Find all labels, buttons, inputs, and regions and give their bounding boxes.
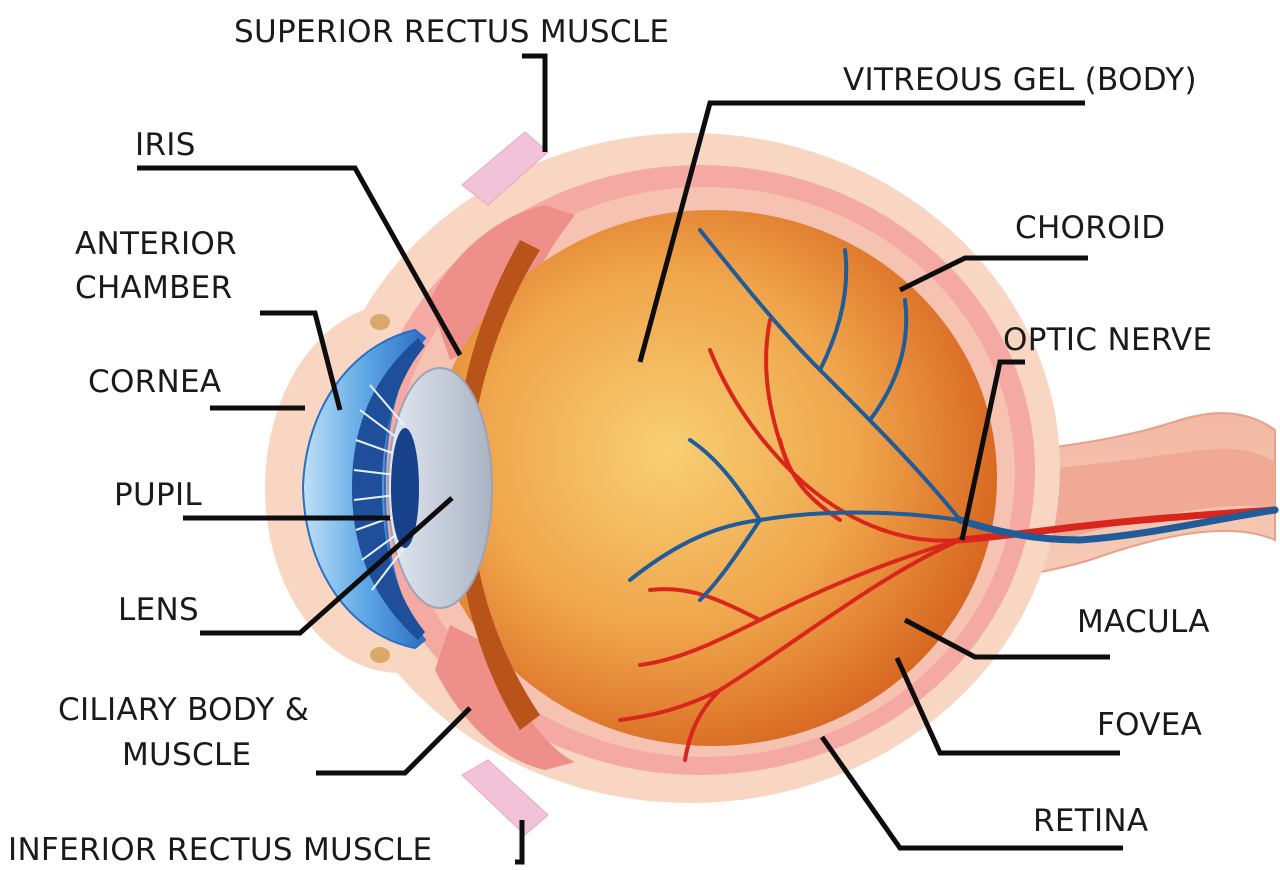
- label-optic-nerve: OPTIC NERVE: [1003, 322, 1212, 358]
- label-ciliary-body-line1: CILIARY BODY &: [58, 692, 309, 728]
- label-anterior-chamber-line1: ANTERIOR: [75, 226, 237, 262]
- label-macula: MACULA: [1077, 604, 1210, 640]
- label-iris: IRIS: [135, 127, 196, 163]
- label-retina: RETINA: [1033, 803, 1148, 839]
- label-vitreous-gel: VITREOUS GEL (BODY): [843, 62, 1197, 98]
- label-choroid: CHOROID: [1015, 210, 1165, 246]
- label-superior-rectus-muscle: SUPERIOR RECTUS MUSCLE: [234, 14, 669, 50]
- label-lens: LENS: [118, 592, 199, 628]
- label-pupil: PUPIL: [114, 477, 202, 513]
- label-ciliary-body-line2: MUSCLE: [122, 737, 251, 773]
- label-fovea: FOVEA: [1097, 707, 1202, 743]
- label-anterior-chamber-line2: CHAMBER: [75, 270, 232, 306]
- limbus-dot-upper: [370, 314, 390, 330]
- limbus-dot-lower: [370, 647, 390, 663]
- label-inferior-rectus-muscle: INFERIOR RECTUS MUSCLE: [8, 832, 432, 868]
- label-cornea: CORNEA: [88, 364, 221, 400]
